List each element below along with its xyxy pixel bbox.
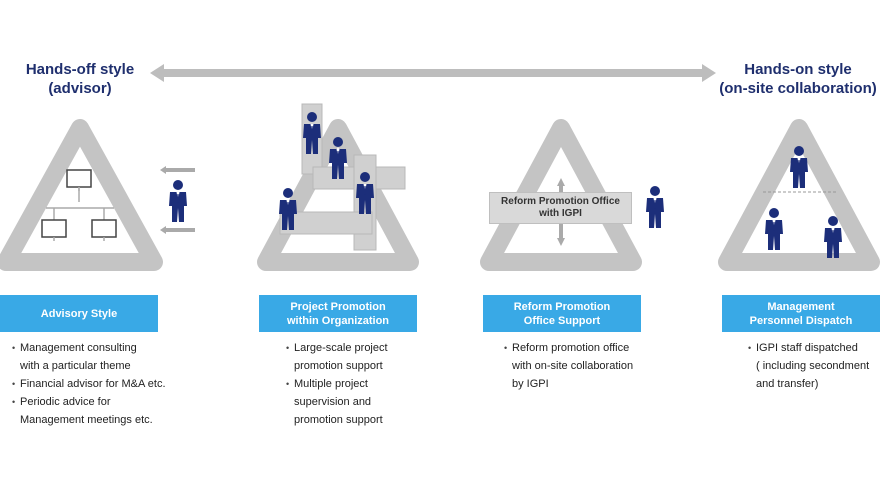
advisory-triangle (0, 119, 163, 271)
bullet-line: Multiple project (294, 378, 368, 390)
project-promotion-style-box: Project Promotion within Organization (259, 295, 417, 332)
advisor-person-icon (169, 180, 187, 222)
dispatch-person-icon-right (824, 216, 842, 258)
list-item: Periodic advice for Management meetings … (12, 393, 187, 429)
stage-project-promotion (250, 103, 430, 290)
list-item: Large-scale project promotion support (286, 339, 436, 375)
igpi-person-icon (646, 186, 664, 228)
bullet-line: and transfer) (756, 378, 819, 390)
list-item: Multiple project supervision and promoti… (286, 375, 436, 429)
advisory-title-line-1: Advisory Style (40, 307, 118, 320)
stage-personnel-dispatch (715, 110, 880, 290)
hands-off-label: Hands-off style (advisor) (10, 60, 150, 98)
project-triangle (257, 103, 419, 271)
bullet-line: with on-site collaboration (512, 360, 634, 372)
bullet-line: Large-scale project (294, 342, 388, 354)
dispatch-person-icon-left (765, 208, 783, 250)
spectrum-double-arrow (150, 64, 716, 82)
advisor-arrows (160, 166, 195, 234)
project-promotion-bullets: Large-scale project promotion support Mu… (286, 339, 436, 429)
hands-on-label-line-1: Hands-on style (744, 61, 852, 78)
project-person-icon-1 (303, 112, 321, 154)
bullet-line: ( including secondment (756, 360, 870, 372)
project-person-icon-2 (329, 137, 347, 179)
dispatch-person-icon-top (790, 146, 808, 188)
project-title-line-2: within Organization (286, 314, 390, 327)
reform-title-line-2: Office Support (523, 314, 601, 327)
bullet-line: Financial advisor for M&A etc. (20, 378, 166, 390)
project-person-icon-4 (279, 188, 297, 230)
project-blocks (279, 103, 406, 251)
computer-network-icon (41, 169, 117, 241)
stage-advisory (0, 110, 180, 290)
bullet-line: Management meetings etc. (20, 414, 153, 426)
project-person-icon-3 (356, 172, 374, 214)
list-item: IGPI staff dispatched ( including second… (748, 339, 878, 393)
advisory-style-box: Advisory Style (0, 295, 158, 332)
bullet-line: Reform promotion office (512, 342, 630, 354)
reform-office-box: Reform Promotion Office with IGPI (489, 192, 632, 224)
reform-office-bullets: Reform promotion office with on-site col… (504, 339, 664, 393)
bullet-line: promotion support (294, 414, 383, 426)
office-label-line-2: with IGPI (539, 208, 582, 219)
list-item: Management consulting with a particular … (12, 339, 187, 375)
hands-on-label: Hands-on style (on-site collaboration) (708, 60, 880, 98)
bullet-line: promotion support (294, 360, 383, 372)
hands-on-label-line-2: (on-site collaboration) (719, 80, 877, 97)
bullet-line: Management consulting (20, 342, 137, 354)
bullet-line: IGPI staff dispatched (756, 342, 858, 354)
bullet-line: by IGPI (512, 378, 549, 390)
list-item: Reform promotion office with on-site col… (504, 339, 664, 393)
project-title-line-1: Project Promotion (290, 300, 386, 313)
office-label-line-1: Reform Promotion Office (501, 196, 620, 207)
dispatch-triangle (718, 119, 880, 271)
bullet-line: Periodic advice for (20, 396, 111, 408)
hands-off-label-line-1: Hands-off style (25, 61, 135, 78)
dispatch-title-line-2: Personnel Dispatch (749, 314, 853, 327)
list-item: Financial advisor for M&A etc. (12, 375, 187, 393)
reform-title-line-1: Reform Promotion (513, 300, 611, 313)
dispatch-title-line-1: Management (767, 300, 835, 313)
advisory-bullets: Management consulting with a particular … (12, 339, 187, 429)
personnel-dispatch-bullets: IGPI staff dispatched ( including second… (748, 339, 878, 393)
hands-off-label-line-2: (advisor) (48, 80, 112, 97)
reform-office-style-box: Reform Promotion Office Support (483, 295, 641, 332)
personnel-dispatch-style-box: Management Personnel Dispatch (722, 295, 880, 332)
bullet-line: supervision and (294, 396, 372, 408)
bullet-line: with a particular theme (20, 360, 131, 372)
